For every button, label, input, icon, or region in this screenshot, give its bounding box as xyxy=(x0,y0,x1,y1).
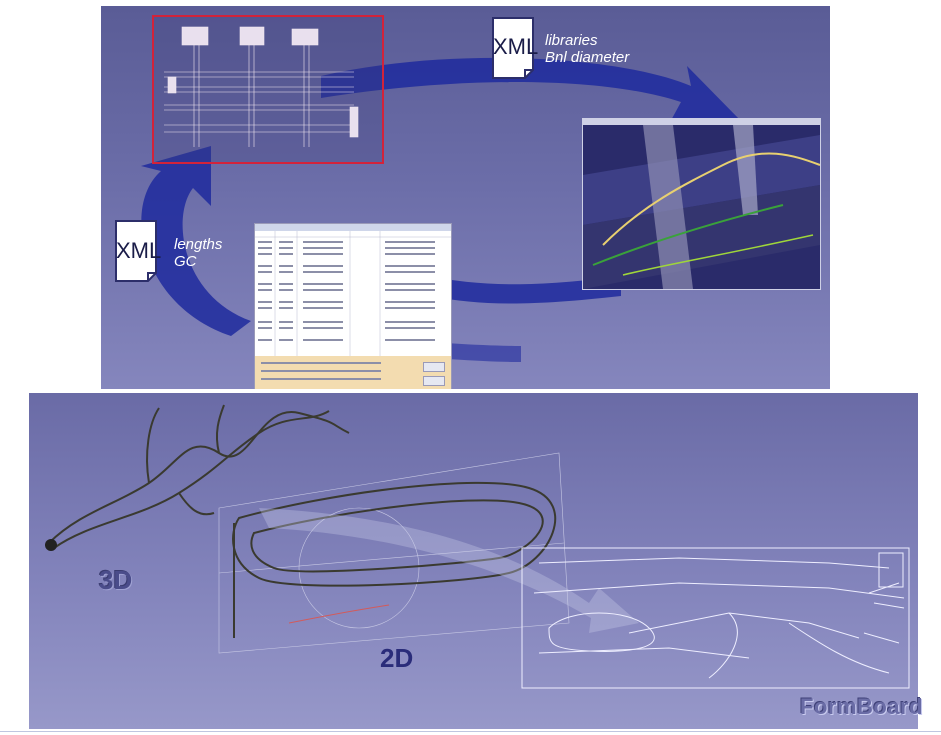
connector-dot xyxy=(45,539,57,551)
3d-view-window xyxy=(582,118,821,290)
document-icon xyxy=(492,17,534,79)
connections-table-window xyxy=(254,223,452,389)
document-icon xyxy=(115,220,157,282)
xml-badge-top: XML xyxy=(493,34,539,59)
label-3d: 3D xyxy=(99,565,133,595)
note-line: lengths xyxy=(174,236,223,253)
divider-line xyxy=(0,731,941,732)
xml-note-top: libraries Bnl diameter xyxy=(545,32,629,66)
curved-arrow-icon xyxy=(371,256,621,316)
curved-arrow-icon xyxy=(141,146,251,336)
3d-geometry xyxy=(583,125,820,289)
table-rows xyxy=(255,231,451,356)
label-formboard: FormBoard xyxy=(800,694,924,719)
xml-badge-left: XML xyxy=(116,238,162,263)
note-line: GC xyxy=(174,253,197,270)
top-panel: XML libraries Bnl diameter XML lengths G… xyxy=(101,6,830,389)
curved-arrow-icon xyxy=(259,508,639,633)
label-2d: 2D xyxy=(380,643,414,673)
schematic-drawing xyxy=(152,15,384,164)
xml-note-left: lengths GC xyxy=(174,236,222,270)
note-line: libraries xyxy=(545,32,598,49)
table-options-area xyxy=(255,356,451,389)
2d-board-grid xyxy=(218,452,570,654)
formboard-drawing xyxy=(521,547,910,689)
schematic-lines xyxy=(164,26,359,147)
curved-arrow-icon xyxy=(321,57,741,124)
3d-harness xyxy=(48,404,350,549)
harness-drawing xyxy=(45,404,910,689)
note-line: Bnl diameter xyxy=(545,49,630,66)
bottom-panel xyxy=(29,393,918,729)
